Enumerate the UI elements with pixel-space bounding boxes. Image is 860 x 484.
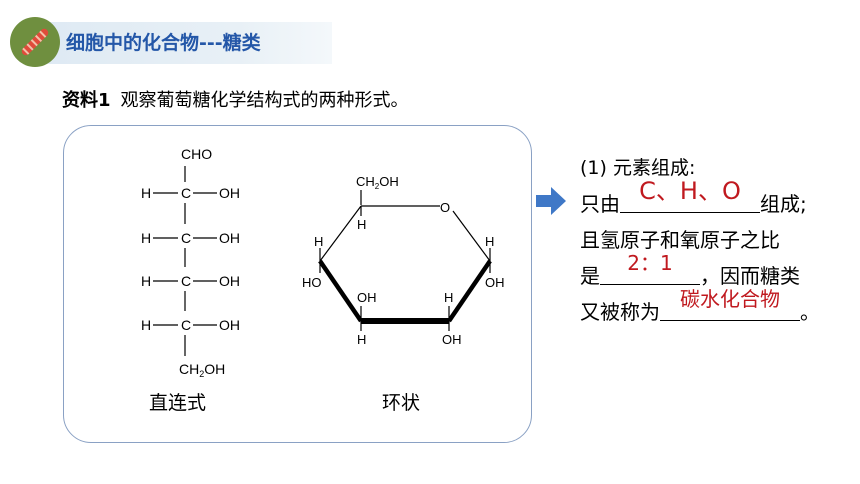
chain-row: H C OH bbox=[141, 317, 240, 333]
question-line-ratio-intro: 且氢原子和氧原子之比 bbox=[580, 228, 780, 252]
svg-text:H: H bbox=[141, 273, 151, 289]
chain-row: H C OH bbox=[141, 273, 240, 289]
material-label: 资料1 bbox=[62, 90, 111, 111]
chain-row: H C OH bbox=[141, 230, 240, 246]
svg-text:H: H bbox=[141, 317, 151, 333]
svg-text:C: C bbox=[181, 273, 191, 289]
svg-text:OH: OH bbox=[219, 185, 240, 201]
svg-text:H: H bbox=[444, 290, 453, 305]
svg-text:C: C bbox=[181, 230, 191, 246]
header-band bbox=[18, 22, 332, 64]
chain-row: H C OH bbox=[141, 185, 240, 201]
dna-icon bbox=[10, 17, 60, 67]
diagram-panel: CHO H C OH H C OH H C bbox=[63, 125, 532, 443]
svg-text:C: C bbox=[181, 185, 191, 201]
question-line-name: 又被称为碳水化合物。 bbox=[580, 287, 850, 330]
chain-top-group: CHO bbox=[181, 146, 212, 162]
material-heading: 资料1 观察葡萄糖化学结构式的两种形式。 bbox=[62, 86, 409, 112]
svg-text:H: H bbox=[141, 230, 151, 246]
right-arrow-icon bbox=[536, 185, 568, 221]
ring-caption: 环状 bbox=[382, 392, 421, 414]
answer-blank-name: 碳水化合物 bbox=[660, 287, 800, 321]
ring-oxygen: O bbox=[440, 200, 450, 215]
slide-title: 细胞中的化合物---糖类 bbox=[66, 32, 261, 54]
answer-blank-ratio: 2：1 bbox=[600, 251, 700, 285]
svg-text:H: H bbox=[314, 234, 323, 249]
svg-text:HO: HO bbox=[302, 275, 322, 290]
svg-text:H: H bbox=[485, 234, 494, 249]
chain-bottom-group: CH2OH bbox=[179, 361, 225, 379]
material-description: 观察葡萄糖化学结构式的两种形式。 bbox=[120, 90, 409, 111]
svg-text:OH: OH bbox=[357, 290, 377, 305]
svg-text:H: H bbox=[357, 217, 366, 232]
answer-elements: C、H、O bbox=[639, 177, 741, 205]
ring-ch2oh-label: CH2OH bbox=[356, 174, 399, 191]
svg-text:C: C bbox=[181, 317, 191, 333]
svg-text:H: H bbox=[141, 185, 151, 201]
svg-text:OH: OH bbox=[219, 230, 240, 246]
answer-name: 碳水化合物 bbox=[680, 287, 780, 311]
svg-text:OH: OH bbox=[485, 275, 505, 290]
svg-text:OH: OH bbox=[219, 317, 240, 333]
answer-blank-elements: C、H、O bbox=[620, 177, 760, 213]
question-title: (1) 元素组成: bbox=[580, 157, 696, 179]
answer-ratio: 2：1 bbox=[627, 251, 673, 275]
glucose-chain-structure: CHO H C OH H C OH H C bbox=[141, 146, 240, 379]
glucose-ring-structure: CH2OH H O H HO H OH OH H H bbox=[302, 174, 505, 347]
svg-text:OH: OH bbox=[219, 273, 240, 289]
svg-text:H: H bbox=[357, 332, 366, 347]
svg-text:OH: OH bbox=[442, 332, 462, 347]
chain-caption: 直连式 bbox=[149, 392, 207, 414]
